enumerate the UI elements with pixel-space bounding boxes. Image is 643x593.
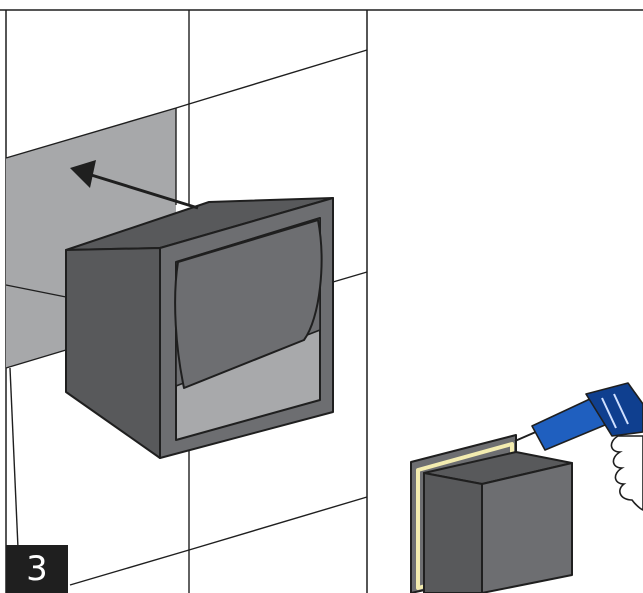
- gun-grip-line: [601, 397, 617, 429]
- hand-fingers: [610, 435, 643, 511]
- tile-joint: [5, 349, 67, 369]
- wall-niche: [65, 197, 334, 459]
- tile-joint: [332, 271, 368, 283]
- step-number: 3: [26, 549, 48, 589]
- hand-icon: [610, 435, 643, 511]
- niche-side-face: [65, 247, 161, 459]
- panel-install-niche: [5, 10, 368, 593]
- tile-joint: [69, 549, 190, 586]
- tile-joint: [188, 496, 368, 551]
- insertion-arrow-icon: [70, 160, 199, 210]
- tile-joint: [5, 107, 177, 159]
- panel-apply-sealant: [410, 382, 643, 593]
- arrow-head: [70, 160, 96, 188]
- arrow-shaft: [87, 172, 199, 210]
- gun-cap: [585, 382, 643, 437]
- gun-grip-line: [613, 393, 629, 425]
- niche-hood: [174, 219, 323, 389]
- box-front-face: [481, 462, 573, 593]
- tile-joint: [5, 284, 67, 298]
- step-badge: 3: [6, 545, 68, 593]
- tiled-wall: [5, 10, 368, 593]
- wall-niche-box: [410, 434, 573, 593]
- gun-nozzle: [514, 430, 539, 442]
- caulking-gun-icon: [514, 382, 643, 451]
- box-side-face: [423, 472, 483, 593]
- tile-joint: [188, 49, 368, 105]
- tile-joint: [175, 103, 190, 109]
